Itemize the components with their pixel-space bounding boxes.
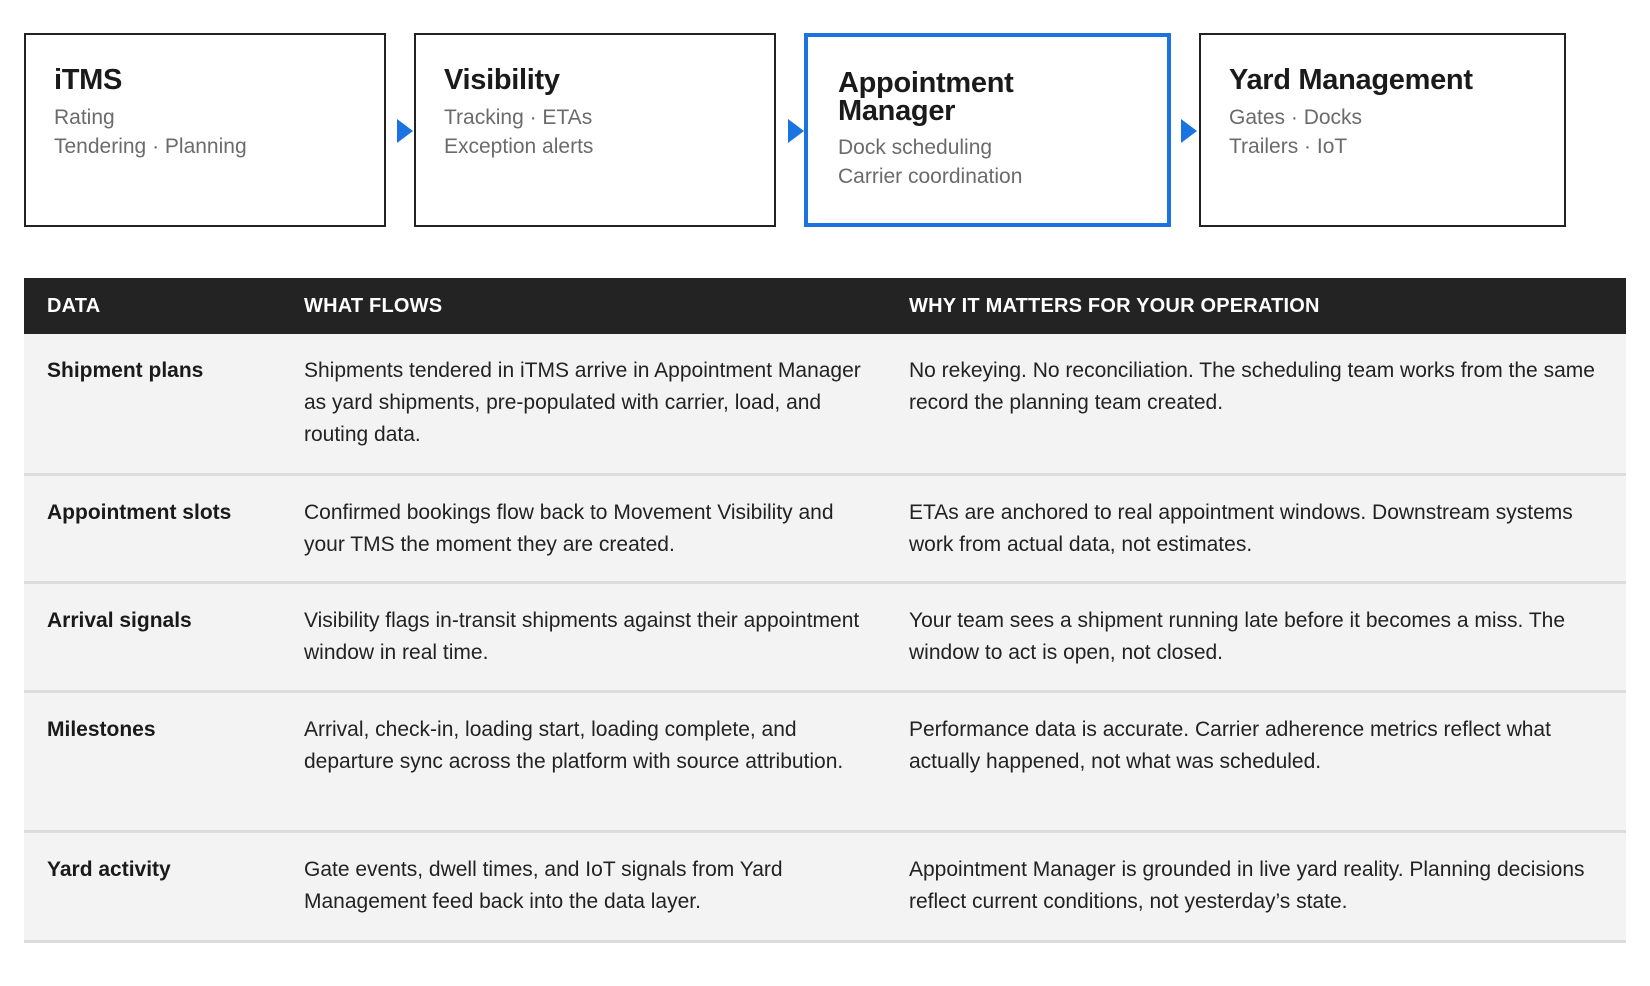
row-why-it-matters: ETAs are anchored to real appointment wi…	[909, 501, 1573, 556]
card-title: iTMS	[54, 64, 123, 96]
table-row: Shipment plans Shipments tendered in iTM…	[24, 334, 1626, 476]
row-label: Shipment plans	[47, 359, 204, 382]
card-itms: iTMS Rating Tendering · Planning	[24, 33, 386, 227]
table-header: DATA WHAT FLOWS WHY IT MATTERS FOR YOUR …	[24, 278, 1626, 334]
row-label: Yard activity	[47, 858, 171, 881]
card-line: Gates · Docks	[1229, 106, 1363, 129]
row-what-flows: Arrival, check-in, loading start, loadin…	[304, 718, 844, 773]
product-flow: iTMS Rating Tendering · Planning Visibil…	[24, 33, 1626, 227]
flow-arrow-icon	[397, 119, 413, 143]
table-row: Arrival signals Visibility flags in-tran…	[24, 584, 1626, 693]
row-why-it-matters: Appointment Manager is grounded in live …	[909, 858, 1585, 913]
row-why-it-matters: No rekeying. No reconciliation. The sche…	[909, 359, 1595, 414]
card-line: Tendering · Planning	[54, 135, 247, 158]
row-what-flows: Confirmed bookings flow back to Movement…	[304, 501, 834, 556]
card-title: Visibility	[444, 64, 560, 96]
card-title: Appointment Manager	[838, 67, 1014, 127]
row-label: Milestones	[47, 718, 156, 741]
card-visibility: Visibility Tracking · ETAs Exception ale…	[414, 33, 776, 227]
card-appointment-manager: Appointment Manager Dock scheduling Carr…	[804, 33, 1171, 227]
table-row: Yard activity Gate events, dwell times, …	[24, 833, 1626, 943]
card-line: Dock scheduling	[838, 136, 993, 159]
card-line: Carrier coordination	[838, 165, 1023, 188]
row-why-it-matters: Your team sees a shipment running late b…	[909, 609, 1566, 664]
card-title: Yard Management	[1229, 64, 1473, 96]
table-row: Milestones Arrival, check-in, loading st…	[24, 693, 1626, 833]
header-why-it-matters: WHY IT MATTERS FOR YOUR OPERATION	[909, 295, 1320, 317]
card-line: Rating	[54, 106, 115, 129]
flow-arrow-icon	[1181, 119, 1197, 143]
row-label: Appointment slots	[47, 501, 232, 524]
row-why-it-matters: Performance data is accurate. Carrier ad…	[909, 718, 1551, 773]
card-line: Trailers · IoT	[1229, 135, 1348, 158]
header-data: DATA	[47, 295, 101, 317]
card-line: Exception alerts	[444, 135, 594, 158]
row-label: Arrival signals	[47, 609, 192, 632]
header-what-flows: WHAT FLOWS	[304, 295, 443, 317]
card-yard-management: Yard Management Gates · Docks Trailers ·…	[1199, 33, 1566, 227]
card-line: Tracking · ETAs	[444, 106, 593, 129]
row-what-flows: Visibility flags in-transit shipments ag…	[304, 609, 860, 664]
flow-arrow-icon	[788, 119, 804, 143]
row-what-flows: Gate events, dwell times, and IoT signal…	[304, 858, 783, 913]
table-row: Appointment slots Confirmed bookings flo…	[24, 476, 1626, 584]
data-flow-table: DATA WHAT FLOWS WHY IT MATTERS FOR YOUR …	[24, 278, 1626, 943]
row-what-flows: Shipments tendered in iTMS arrive in App…	[304, 359, 861, 446]
